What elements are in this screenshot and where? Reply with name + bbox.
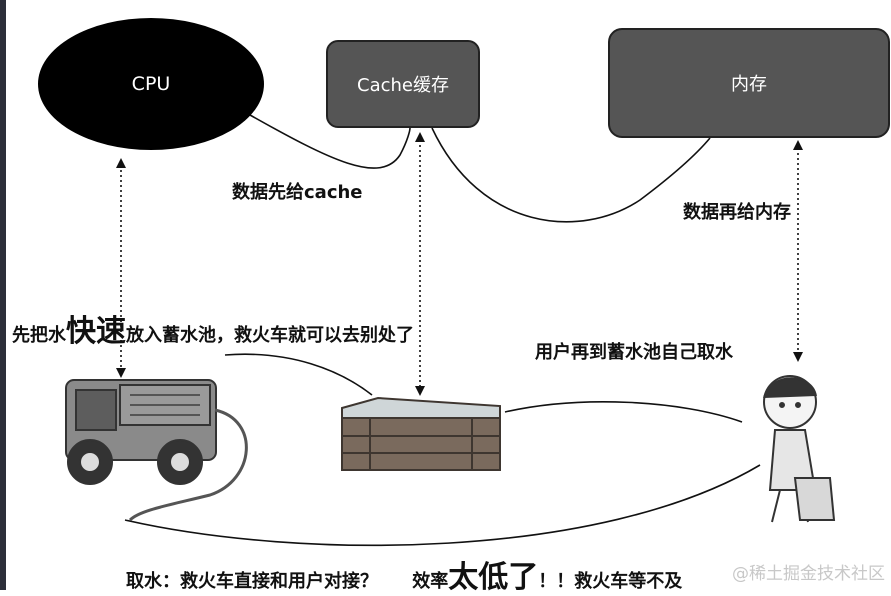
- cpu-label: CPU: [131, 73, 171, 95]
- arrowhead: [116, 368, 126, 378]
- arrowhead: [116, 158, 126, 168]
- caption-fast-emphasis: 快速: [66, 314, 126, 349]
- fire-truck-illustration: [65, 379, 248, 522]
- arrowhead: [415, 132, 425, 142]
- cpu-cache-curve: [249, 114, 411, 169]
- arrowhead: [793, 140, 803, 150]
- boy-user-illustration: [763, 375, 836, 523]
- truck-tank-curve: [224, 353, 373, 396]
- cache-memory-curve: [431, 127, 711, 223]
- caption-bottom: 取水：救火车直接和用户对接？ 效率太低了！！救火车等不及: [126, 552, 682, 596]
- arrowhead: [415, 386, 425, 396]
- cache-node: Cache缓存: [326, 40, 480, 128]
- memory-label: 内存: [731, 74, 767, 95]
- memory-node: 内存: [608, 28, 890, 138]
- tank-user-curve: [504, 401, 743, 423]
- cpu-node: CPU: [38, 18, 264, 150]
- caption-fast-part1: 先把水: [12, 325, 66, 346]
- caption-bottom-part3: ！！救火车等不及: [538, 571, 683, 592]
- arrowhead: [793, 352, 803, 362]
- caption-bottom-part2: 效率: [412, 571, 449, 592]
- water-tank-illustration: [341, 396, 501, 471]
- caption-user-fetch: 用户再到蓄水池自己取水: [535, 342, 733, 363]
- cache-label: Cache缓存: [357, 75, 449, 96]
- label-to-cache: 数据先给cache: [232, 182, 363, 203]
- window-edge: [0, 0, 6, 590]
- caption-bottom-part1: 取水：救火车直接和用户对接？: [126, 571, 378, 592]
- truck-user-long-curve: [124, 464, 761, 547]
- watermark-text: @稀土掘金技术社区: [732, 564, 885, 584]
- caption-bottom-emphasis: 太低了: [448, 560, 539, 595]
- caption-fast-part2: 放入蓄水池，救火车就可以去别处了: [126, 325, 414, 346]
- caption-fast-fill: 先把水快速放入蓄水池，救火车就可以去别处了: [12, 306, 414, 350]
- label-to-memory: 数据再给内存: [683, 202, 791, 223]
